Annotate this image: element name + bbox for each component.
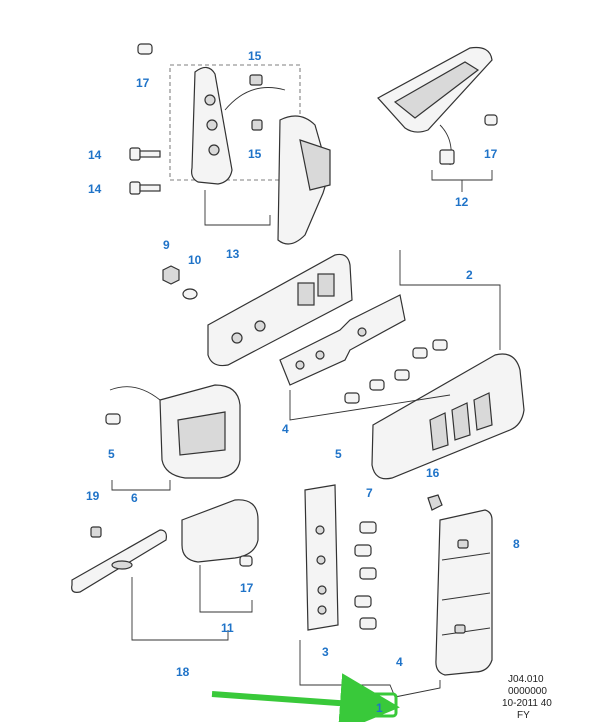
callout-17-lower: 17 — [240, 581, 254, 595]
bulbs-cluster-upper — [344, 339, 448, 404]
callout-17-top: 17 — [136, 76, 150, 90]
drawing-ref: J04.010 — [508, 674, 544, 685]
callout-19: 19 — [86, 489, 100, 503]
number-plate-lamp — [181, 499, 259, 613]
bulb-holder-plate — [279, 294, 406, 386]
callout-16: 16 — [426, 466, 440, 480]
callout-5-left: 5 — [108, 447, 115, 461]
lamp-gasket — [207, 253, 353, 367]
bulbs-cluster-lower — [354, 521, 377, 630]
screw-15-b — [251, 119, 263, 131]
bulb-17-top — [137, 43, 153, 55]
leader-assembly-18 — [131, 577, 229, 641]
callout-17-right: 17 — [484, 147, 498, 161]
callout-12: 12 — [455, 195, 469, 209]
bolt-14-b — [129, 181, 161, 195]
callout-4-lower: 4 — [396, 655, 403, 669]
callout-11: 11 — [221, 621, 234, 635]
callout-7: 7 — [366, 486, 373, 500]
washer-10 — [182, 288, 198, 300]
callout-15-lower: 15 — [248, 147, 262, 161]
callout-6: 6 — [131, 491, 138, 505]
high-level-stop-lamp — [377, 46, 498, 192]
drawing-number: 0000000 — [508, 686, 547, 697]
callout-1: 1 — [376, 701, 383, 715]
leader-assembly-2 — [399, 250, 501, 350]
lamp-mounting-bracket — [169, 64, 331, 245]
callout-10: 10 — [188, 253, 202, 267]
screw-15-a — [249, 74, 263, 86]
callout-14-upper: 14 — [88, 148, 102, 162]
leader-assembly-1b — [394, 680, 441, 698]
leader-assembly-4 — [289, 390, 451, 421]
drawing-date: 10-2011 40 — [502, 698, 552, 709]
clip-16 — [427, 494, 443, 511]
rear-lamp-assembly — [371, 353, 525, 480]
highlight-arrow — [211, 673, 400, 722]
leader-assembly-13 — [204, 190, 271, 226]
leader-assembly-1 — [299, 640, 396, 698]
callout-13: 13 — [226, 247, 240, 261]
callout-14-lower: 14 — [88, 182, 102, 196]
callout-3: 3 — [322, 645, 329, 659]
bolt-14-a — [129, 147, 161, 161]
callout-4-upper: 4 — [282, 422, 289, 436]
callout-5-right: 5 — [335, 447, 342, 461]
reflector-strip — [71, 526, 167, 593]
callout-15-upper: 15 — [248, 49, 262, 63]
callout-2: 2 — [466, 268, 473, 282]
nut-9 — [162, 265, 180, 285]
callout-9: 9 — [163, 238, 170, 252]
drawing-suffix: FY — [517, 710, 530, 721]
side-marker-lamp — [105, 384, 241, 491]
bulb-holder-lower — [304, 484, 339, 631]
vertical-rear-lamp — [435, 509, 493, 676]
callout-8: 8 — [513, 537, 520, 551]
callout-18: 18 — [176, 665, 190, 679]
